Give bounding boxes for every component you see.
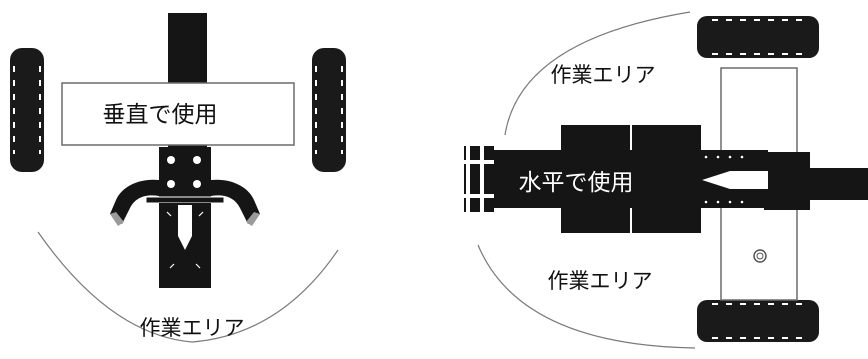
right-claw-tip	[246, 212, 260, 226]
coupler-bolt-holes	[167, 156, 201, 188]
bottom-tire	[697, 300, 819, 342]
horizontal-splitter-wedge	[702, 171, 768, 189]
vertical-splitter-wedge	[178, 205, 192, 250]
horizontal-rivets	[704, 155, 744, 204]
cylinder-head	[764, 152, 810, 210]
right-tire	[312, 48, 346, 172]
horizontal-use-diagram: 水平で使用 作業エリア 作業エリア	[464, 11, 868, 349]
horizontal-work-area-top-label: 作業エリア	[551, 63, 656, 87]
left-claw-tip	[110, 212, 124, 226]
vertical-coupler-plate	[159, 147, 211, 199]
vertical-frame	[61, 82, 295, 146]
horizontal-end-plate	[464, 146, 494, 212]
horizontal-work-area-arc-top	[504, 11, 691, 136]
left-claw	[110, 179, 159, 224]
right-claw	[211, 179, 260, 224]
vertical-use-label: 垂直で使用	[103, 102, 218, 128]
left-tire	[10, 48, 44, 172]
tow-hitch-beam	[800, 168, 868, 200]
vertical-cross-bar	[145, 196, 225, 204]
vertical-splitter-marks	[166, 211, 204, 269]
horizontal-work-area-arc-bottom	[477, 244, 696, 349]
horizontal-work-area-bottom-label: 作業エリア	[548, 269, 653, 293]
vertical-work-area-label: 作業エリア	[140, 316, 245, 340]
top-tire	[697, 16, 819, 58]
vertical-use-diagram: 垂直で使用 作業エリア	[10, 13, 346, 343]
frame-round-marker	[753, 249, 767, 263]
horizontal-use-label: 水平で使用	[519, 170, 634, 196]
vertical-work-area-arc	[37, 231, 339, 343]
